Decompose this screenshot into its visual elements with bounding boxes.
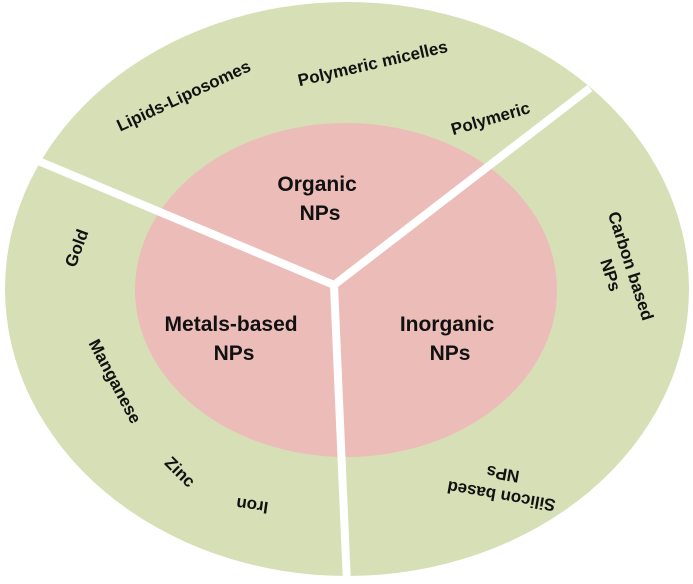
- organic-nps-label: Organic NPs: [277, 173, 362, 225]
- metals-line-2: NPs: [214, 342, 255, 365]
- iron-label: Iron: [235, 494, 269, 517]
- inorganic-line-1: Inorganic: [400, 313, 495, 336]
- divider-left: [34, 156, 336, 289]
- inner-circle: [135, 123, 557, 457]
- inorganic-nps-label: Inorganic NPs: [400, 313, 500, 365]
- metals-line-1: Metals-based: [165, 313, 298, 336]
- organic-line-2: NPs: [300, 202, 341, 225]
- divider-bottom: [330, 284, 351, 584]
- organic-line-1: Organic: [277, 173, 357, 196]
- inorganic-line-2: NPs: [430, 342, 471, 365]
- divider-right: [331, 84, 593, 289]
- metals-based-nps-label: Metals-based NPs: [165, 313, 304, 365]
- sector-dividers: [34, 84, 593, 584]
